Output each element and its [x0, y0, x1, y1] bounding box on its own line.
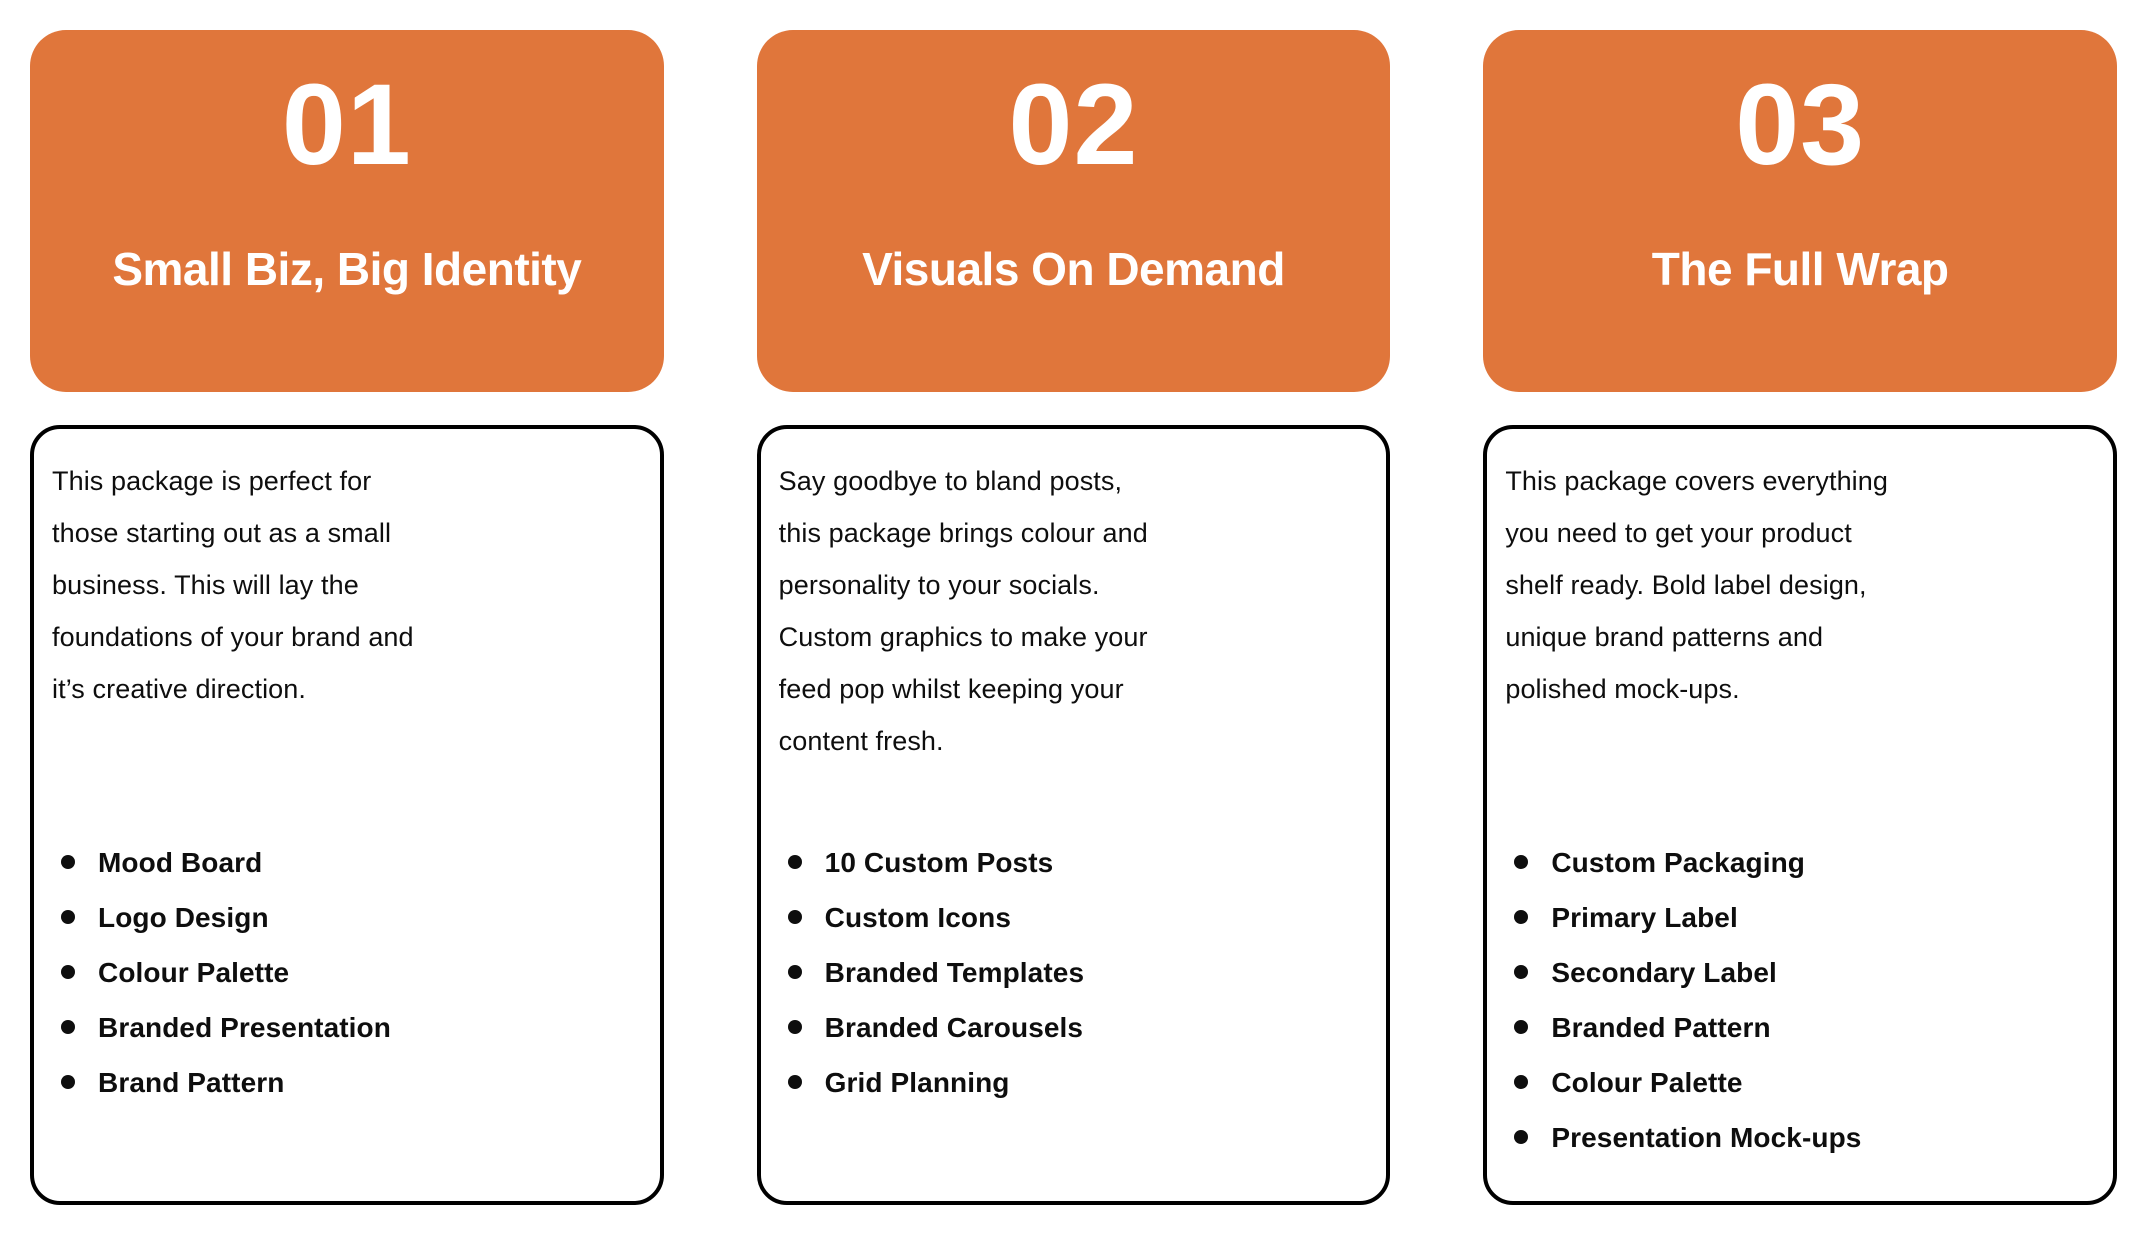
- package-1-feature-list: Mood Board Logo Design Colour Palette Br…: [52, 845, 646, 1100]
- feature-item: Colour Palette: [52, 955, 646, 990]
- feature-item: Custom Icons: [779, 900, 1373, 935]
- package-1-number: 01: [281, 61, 412, 189]
- feature-item: Logo Design: [52, 900, 646, 935]
- feature-item: Branded Carousels: [779, 1010, 1373, 1045]
- feature-item: Grid Planning: [779, 1065, 1373, 1100]
- package-column-3: 03 The Full Wrap This package covers eve…: [1483, 30, 2117, 1205]
- package-column-1: 01 Small Biz, Big Identity This package …: [30, 30, 664, 1205]
- package-1-description: This package is perfect for those starti…: [52, 466, 414, 704]
- feature-item: Branded Presentation: [52, 1010, 646, 1045]
- package-3-body-card: This package covers everything you need …: [1483, 425, 2117, 1205]
- package-3-header-card: 03 The Full Wrap: [1483, 30, 2117, 392]
- feature-item: Branded Templates: [779, 955, 1373, 990]
- feature-item: Presentation Mock-ups: [1505, 1120, 2099, 1155]
- feature-item: Secondary Label: [1505, 955, 2099, 990]
- package-2-number: 02: [1008, 61, 1139, 189]
- package-2-feature-list: 10 Custom Posts Custom Icons Branded Tem…: [779, 845, 1373, 1100]
- feature-item: Colour Palette: [1505, 1065, 2099, 1100]
- package-1-body-card: This package is perfect for those starti…: [30, 425, 664, 1205]
- package-3-title: The Full Wrap: [1651, 243, 1949, 295]
- package-3-number: 03: [1735, 61, 1866, 189]
- packages-grid: 01 Small Biz, Big Identity This package …: [30, 30, 2117, 1205]
- package-3-description: This package covers everything you need …: [1505, 466, 1889, 704]
- package-2-title: Visuals On Demand: [862, 243, 1285, 295]
- package-2-description: Say goodbye to bland posts, this package…: [778, 466, 1148, 756]
- feature-item: Mood Board: [52, 845, 646, 880]
- package-3-feature-list: Custom Packaging Primary Label Secondary…: [1505, 845, 2099, 1155]
- package-column-2: 02 Visuals On Demand Say goodbye to blan…: [756, 30, 1391, 1205]
- package-1-title: Small Biz, Big Identity: [112, 243, 582, 295]
- feature-item: Primary Label: [1505, 900, 2099, 935]
- feature-item: Brand Pattern: [52, 1065, 646, 1100]
- package-1-header-card: 01 Small Biz, Big Identity: [30, 30, 664, 392]
- package-2-header-card: 02 Visuals On Demand: [756, 30, 1391, 392]
- package-2-body-card: Say goodbye to bland posts, this package…: [756, 425, 1391, 1205]
- feature-item: Branded Pattern: [1505, 1010, 2099, 1045]
- feature-item: Custom Packaging: [1505, 845, 2099, 880]
- feature-item: 10 Custom Posts: [779, 845, 1373, 880]
